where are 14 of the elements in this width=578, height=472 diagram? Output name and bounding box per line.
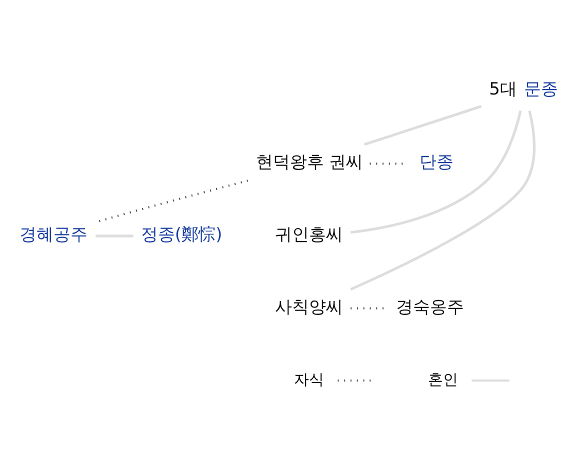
node-text: 단종 bbox=[420, 152, 454, 173]
connector bbox=[364, 105, 482, 146]
node-text: 사칙양씨 bbox=[274, 297, 343, 318]
legend-label: 자식 bbox=[294, 370, 324, 389]
legend-label: 혼인 bbox=[428, 370, 458, 389]
connector bbox=[350, 110, 522, 234]
node-text: 정종(鄭悰) bbox=[140, 225, 222, 246]
connector bbox=[350, 110, 536, 291]
node-text: 경혜공주 bbox=[20, 225, 88, 246]
node-text: 현덕왕후 권씨 bbox=[256, 152, 364, 173]
node-text: 경숙옹주 bbox=[396, 297, 464, 318]
node-text: 5대 문종 bbox=[489, 79, 558, 100]
node-text: 귀인홍씨 bbox=[274, 225, 343, 246]
connector bbox=[96, 234, 134, 238]
